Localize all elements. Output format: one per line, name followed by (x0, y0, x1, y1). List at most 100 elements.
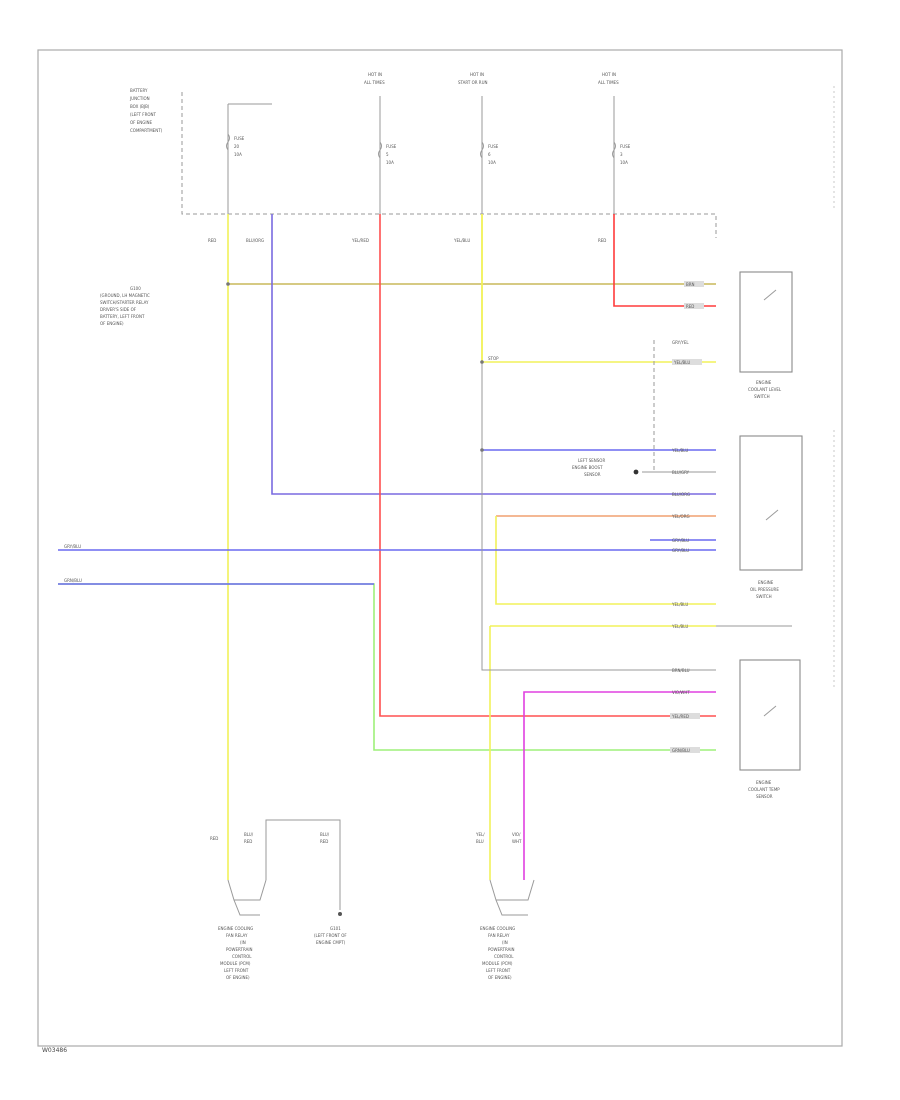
svg-text:(IN: (IN (502, 940, 508, 945)
wire-yellow-loop (495, 516, 716, 605)
wire-grn-blu (58, 583, 716, 751)
fuse-icon (226, 133, 230, 151)
svg-text:MODULE (PCM): MODULE (PCM) (482, 961, 513, 966)
switch-icon (765, 509, 779, 521)
wire-label-red: RED (208, 238, 216, 243)
svg-text:ENGINE: ENGINE (756, 380, 772, 385)
svg-text:FUSE: FUSE (234, 136, 245, 141)
svg-text:POWERTRAIN: POWERTRAIN (488, 947, 515, 952)
svg-text:ALL TIMES: ALL TIMES (598, 80, 619, 85)
svg-text:BLU/: BLU/ (244, 832, 254, 837)
hot-label-3: HOT IN ALL TIMES (598, 72, 619, 85)
svg-text:SWITCH/STARTER RELAY: SWITCH/STARTER RELAY (100, 300, 149, 305)
svg-text:(LEFT FRONT: (LEFT FRONT (130, 112, 156, 117)
svg-text:(LEFT FRONT OF: (LEFT FRONT OF (314, 933, 347, 938)
svg-text:OF ENGINE): OF ENGINE) (100, 321, 124, 326)
wire-network (58, 214, 792, 880)
svg-text:FUSE: FUSE (488, 144, 499, 149)
fuse-4-label: FUSE 3 10A (620, 144, 631, 165)
wire-label-r2-4: YEL/ORG (671, 514, 690, 519)
svg-text:BLU: BLU (476, 839, 484, 844)
engine-cooling-fan-relay-1 (227, 819, 342, 916)
svg-text:VIO/: VIO/ (512, 832, 521, 837)
wire-label-r3-1: YEL/BLU (671, 602, 688, 607)
wire-label-left-1: GRY/BLU (64, 544, 81, 549)
battery-note: BATTERY JUNCTION BOX (BJB) (LEFT FRONT O… (129, 88, 163, 133)
wire-label-r4-4: GRN/BLU (672, 748, 690, 753)
svg-text:BLU/: BLU/ (320, 832, 330, 837)
svg-text:YEL/: YEL/ (475, 832, 485, 837)
svg-text:RED: RED (244, 839, 252, 844)
wire-label-yel-red: YEL/RED (351, 238, 369, 243)
wire-label-yel-blu-2: YEL/BLU (673, 360, 690, 365)
svg-text:CONTROL: CONTROL (232, 954, 252, 959)
svg-text:ENGINE COOLING: ENGINE COOLING (480, 926, 515, 931)
wire-label-bottom-4: YEL/ BLU (475, 832, 485, 844)
svg-text:ENGINE: ENGINE (756, 780, 772, 785)
svg-text:BATTERY, LEFT FRONT: BATTERY, LEFT FRONT (100, 314, 145, 319)
svg-text:COOLANT LEVEL: COOLANT LEVEL (748, 387, 782, 392)
wire-label-left-2: GRN/BLU (64, 578, 82, 583)
fuse-icon (612, 141, 616, 159)
power-bus-dashed (181, 92, 717, 238)
wire-label-r4-1: BRN/BLU (672, 668, 690, 673)
wire-yel-red (379, 214, 716, 717)
hot-label-1: HOT IN ALL TIMES (364, 72, 385, 85)
svg-text:LEFT SENSOR: LEFT SENSOR (578, 458, 605, 463)
ground-g100-note: G100 (GROUND, LH MAGNETIC SWITCH/STARTER… (100, 286, 150, 326)
svg-text:JUNCTION: JUNCTION (129, 96, 150, 101)
svg-text:SENSOR: SENSOR (584, 472, 601, 477)
diagram-frame (37, 49, 843, 1047)
svg-text:6: 6 (488, 152, 491, 157)
fuse-2-label: FUSE 5 10A (386, 144, 397, 165)
splice-dot-icon (480, 448, 484, 452)
engine-coolant-temp-sensor (739, 659, 801, 771)
svg-text:RED: RED (320, 839, 328, 844)
fuse-1-label: FUSE 20 10A (234, 136, 245, 157)
svg-text:FAN RELAY: FAN RELAY (488, 933, 510, 938)
wire-label-r4-3: YEL/RED (671, 714, 689, 719)
wire-label-red-2: RED (598, 238, 606, 243)
ground-g101-note: G101 (LEFT FRONT OF ENGINE CMPT) (314, 926, 347, 945)
splice-dot-icon (633, 469, 639, 475)
svg-text:LEFT FRONT: LEFT FRONT (486, 968, 511, 973)
svg-text:FAN RELAY: FAN RELAY (226, 933, 248, 938)
wire-label-r2-3: BLU/ORG (672, 492, 690, 497)
fuse-icon (378, 141, 382, 159)
switch-icon (763, 289, 777, 301)
wire-label-yel-blu: YEL/BLU (453, 238, 470, 243)
svg-text:5: 5 (386, 152, 389, 157)
svg-text:HOT IN: HOT IN (368, 72, 382, 77)
wire-label-gry-yel: GRY/YEL (672, 340, 689, 345)
hot-label-2: HOT IN START OR RUN (458, 72, 488, 85)
svg-text:BATTERY: BATTERY (130, 88, 148, 93)
wire-label-r3-2: YEL/BLU (671, 624, 688, 629)
svg-text:20: 20 (234, 144, 240, 149)
svg-text:MODULE (PCM): MODULE (PCM) (220, 961, 251, 966)
svg-text:10A: 10A (620, 160, 628, 165)
svg-text:WHT: WHT (512, 839, 522, 844)
wire-red (613, 214, 716, 307)
svg-text:FUSE: FUSE (620, 144, 631, 149)
svg-text:10A: 10A (234, 152, 242, 157)
svg-text:COMPARTMENT): COMPARTMENT) (130, 128, 163, 133)
engine-oil-pressure-switch (739, 435, 803, 571)
svg-text:10A: 10A (488, 160, 496, 165)
wire-label-bottom-2: BLU/ RED (244, 832, 254, 844)
svg-text:ENGINE: ENGINE (758, 580, 774, 585)
wire-label-brn: BRN (686, 282, 695, 287)
wire-label-bottom-5: VIO/ WHT (512, 832, 522, 844)
svg-text:OF ENGINE): OF ENGINE) (226, 975, 250, 980)
svg-text:CONTROL: CONTROL (494, 954, 514, 959)
wire-blu-org (271, 214, 716, 495)
svg-text:OIL PRESSURE: OIL PRESSURE (750, 587, 779, 592)
wire-label-r2-5: GRY/BLU (672, 538, 689, 543)
splice-dot-icon (226, 282, 230, 286)
svg-text:HOT IN: HOT IN (602, 72, 616, 77)
splice-dot-icon (480, 360, 484, 364)
engine-coolant-level-switch (739, 271, 793, 373)
lamp-note: LEFT SENSOR ENGINE BOOST SENSOR (572, 458, 605, 477)
fuse-icon (480, 141, 484, 159)
svg-text:BOX (BJB): BOX (BJB) (130, 104, 150, 109)
